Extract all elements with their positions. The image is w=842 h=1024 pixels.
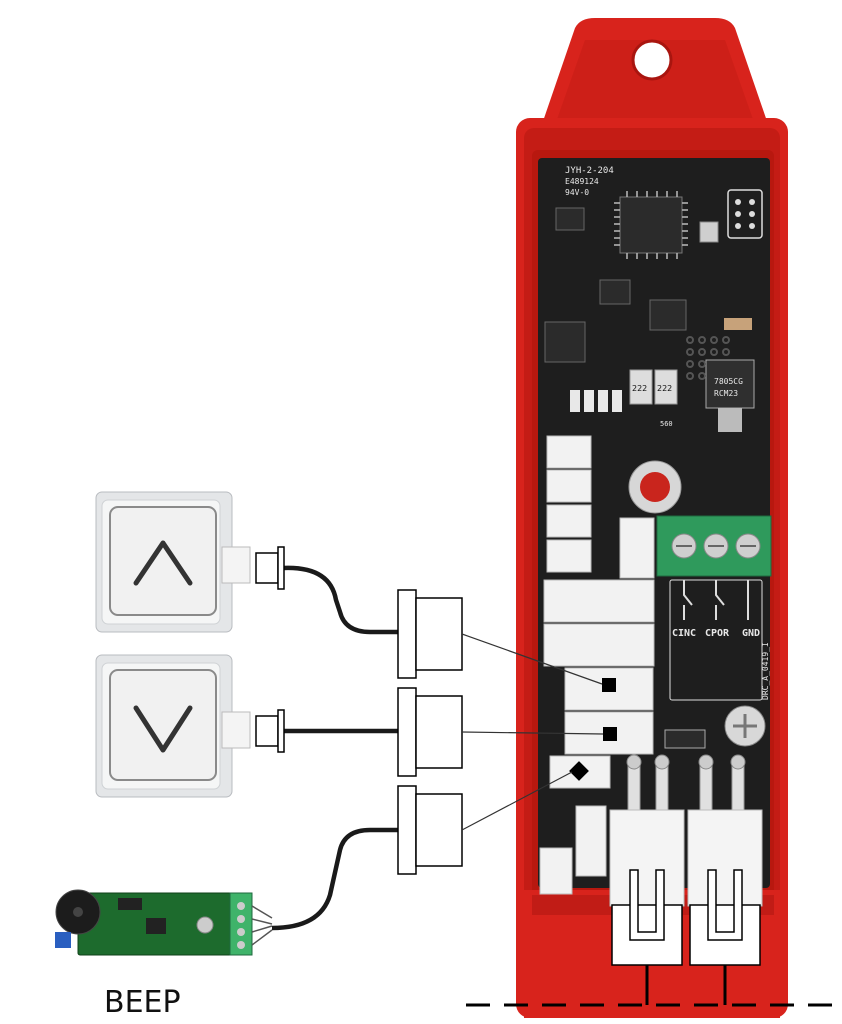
leader-beep — [461, 771, 573, 831]
relay-silkscreen — [669, 579, 763, 701]
pcb-side-mark: DRC_A_0419_I — [761, 642, 770, 700]
beep-label: BEEP — [104, 985, 181, 1020]
diode — [664, 729, 706, 749]
chevron-up-icon — [133, 540, 193, 586]
small-ic-2 — [544, 321, 586, 363]
power-plugs — [611, 869, 761, 966]
connector-down — [397, 687, 463, 777]
leader-down — [461, 731, 604, 735]
up-button-socket — [221, 546, 251, 584]
jst-connectors-left — [546, 435, 655, 579]
small-ic-1 — [555, 207, 585, 231]
marker-down-button — [603, 727, 617, 741]
terminal-label-cpor: CPOR — [705, 628, 730, 639]
microcontroller-chip — [614, 191, 688, 259]
up-plug — [255, 552, 279, 584]
pcb-mark-1: JYH-2-204 — [565, 166, 614, 176]
connector-shapes — [397, 589, 463, 875]
svg-text:560: 560 — [660, 420, 673, 428]
chevron-down-icon — [133, 705, 193, 753]
leader-lines — [461, 633, 604, 831]
via-grid — [686, 336, 730, 380]
buzzer-terminal — [229, 892, 253, 956]
mounting-hole — [631, 39, 673, 81]
connector-up — [397, 589, 463, 679]
power-leads — [626, 754, 746, 813]
terminal-label-gnd: GND — [742, 628, 760, 639]
resistor-array: 560 — [570, 390, 673, 428]
small-plugs — [255, 546, 285, 753]
potentiometer — [628, 460, 682, 514]
marker-beep — [569, 761, 589, 781]
down-plug — [255, 715, 279, 747]
svg-text:222: 222 — [632, 384, 647, 393]
trim-potentiometer — [55, 932, 71, 948]
beep-cable — [271, 827, 402, 931]
svg-text:222: 222 — [657, 384, 672, 393]
controller-pcb: JYH-2-204 E489124 94V-0 — [538, 158, 772, 907]
programming-header — [727, 189, 763, 239]
connector-beep — [397, 785, 463, 875]
marker-up-button — [602, 678, 616, 692]
inductor-1: 222 — [629, 369, 653, 405]
voltage-regulator: 7805CG RCM23 — [705, 359, 755, 432]
mounting-screw — [724, 705, 766, 747]
leader-up — [461, 633, 603, 685]
connector-markers — [569, 678, 617, 781]
inductor-2: 222 — [654, 369, 678, 405]
crystal — [699, 221, 719, 243]
small-ic-3 — [649, 299, 687, 331]
buzzer-module — [55, 889, 273, 956]
pcb-mark-3: 94V-0 — [565, 188, 589, 197]
down-call-button — [95, 654, 251, 798]
up-button-cable — [282, 565, 402, 635]
svg-text:RCM23: RCM23 — [714, 389, 738, 398]
svg-text:7805CG: 7805CG — [714, 377, 743, 386]
small-ic-4 — [599, 279, 631, 305]
up-call-button — [95, 491, 251, 633]
cables — [271, 565, 402, 931]
terminal-block — [656, 515, 772, 577]
terminal-label-cinc: CINC — [672, 628, 696, 639]
pcb-mark-2: E489124 — [565, 177, 599, 186]
capacitor — [724, 318, 752, 330]
down-button-socket — [221, 711, 251, 749]
